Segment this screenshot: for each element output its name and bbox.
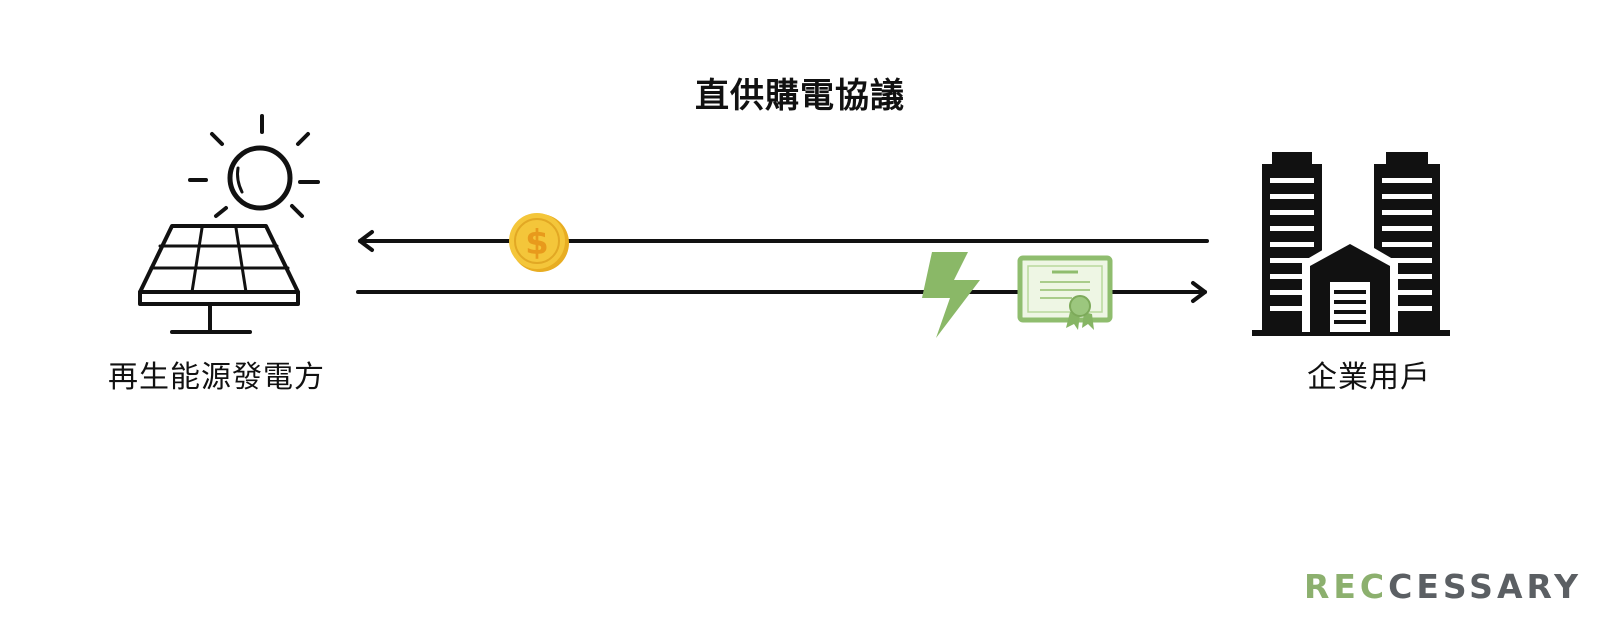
payment-arrow — [358, 230, 1209, 252]
diagram-title: 直供購電協議 — [695, 76, 905, 116]
buyer-label: 企業用戶 — [1307, 360, 1431, 395]
lightning-bolt-icon — [922, 252, 980, 338]
logo-text-rec: REC — [1303, 567, 1389, 606]
dollar-coin-icon: $ — [509, 213, 569, 272]
solar-panel-sun-icon — [138, 114, 320, 334]
certificate-icon — [1017, 255, 1113, 330]
seller-label: 再生能源發電方 — [108, 360, 325, 395]
brand-logo: RECCESSARY — [1304, 567, 1582, 606]
logo-text-rest: CESSARY — [1388, 567, 1582, 606]
svg-text:$: $ — [525, 223, 549, 263]
office-buildings-icon — [1252, 152, 1450, 336]
